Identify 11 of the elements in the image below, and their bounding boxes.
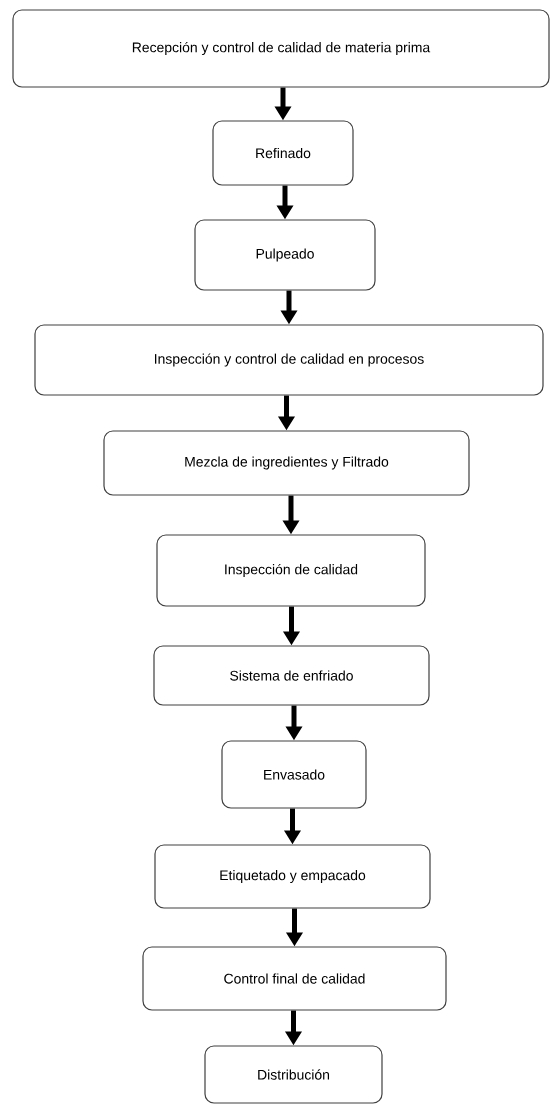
process-box: Refinado [212, 120, 354, 186]
process-box: Inspección de calidad [156, 534, 426, 607]
process-box: Sistema de enfriado [153, 645, 430, 706]
process-box: Etiquetado y empacado [154, 844, 431, 909]
process-box: Recepción y control de calidad de materia prima [12, 9, 550, 88]
process-box: Pulpeado [194, 219, 376, 291]
process-box: Control final de calidad [142, 946, 447, 1011]
process-box: Envasado [221, 740, 367, 809]
process-box: Mezcla de ingredientes y Filtrado [103, 430, 470, 496]
process-box: Distribución [204, 1045, 383, 1104]
process-box: Inspección y control de calidad en procesos [34, 324, 544, 396]
